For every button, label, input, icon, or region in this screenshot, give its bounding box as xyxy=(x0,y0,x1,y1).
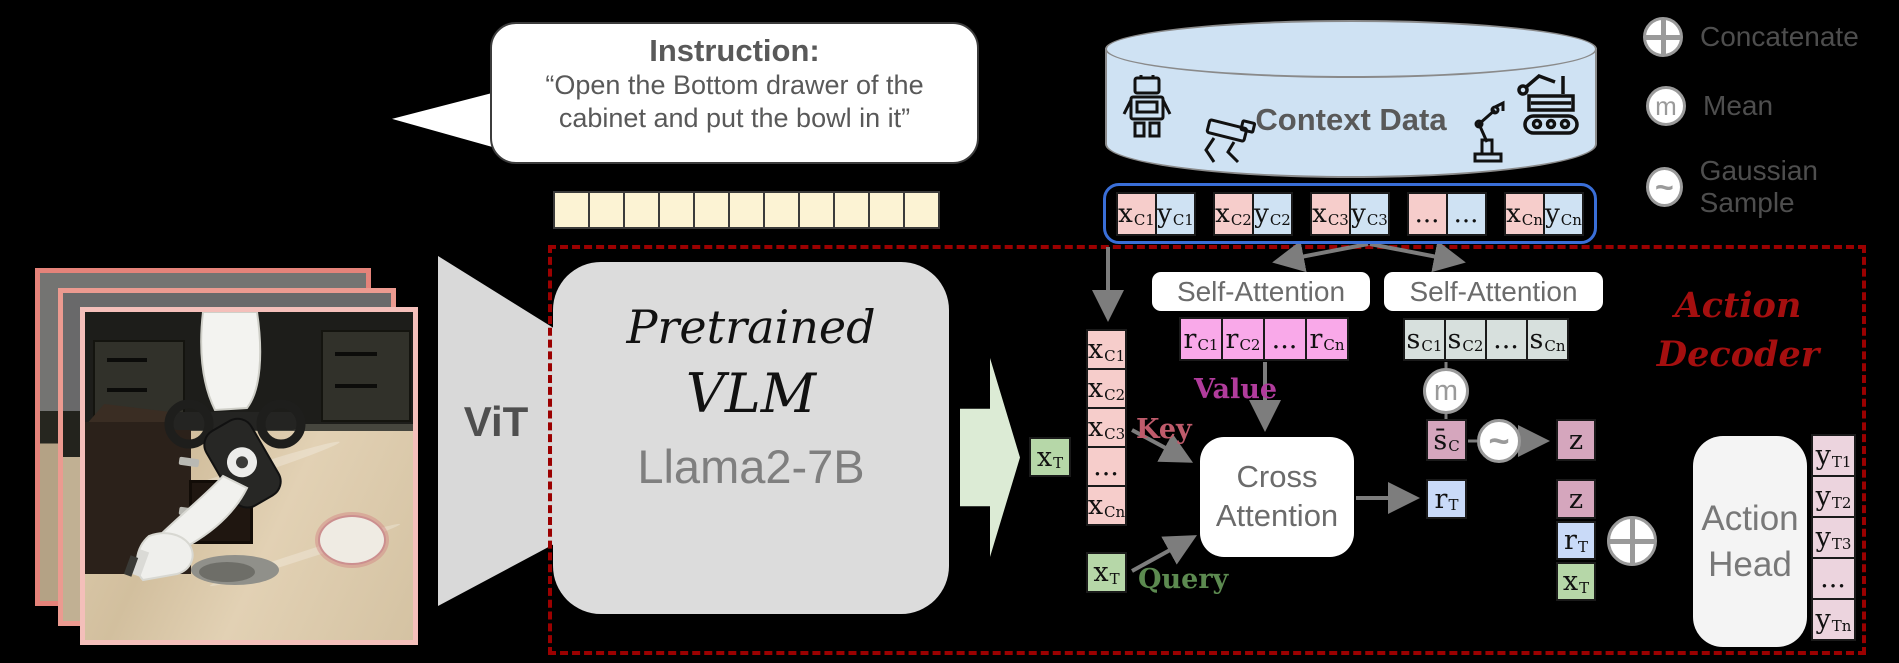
arrow-to-self-attention-right xyxy=(1369,240,1466,273)
pretrained-vlm-box: Pretrained VLM Llama2-7B xyxy=(553,262,949,614)
context-data-store: Context Data xyxy=(1105,20,1597,178)
r-context-token: ... xyxy=(1263,317,1307,361)
mean-op-circle: m xyxy=(1423,368,1469,414)
vlm-model-name: Llama2-7B xyxy=(637,440,865,493)
instruction-text-line2: cabinet and put the bowl in it” xyxy=(558,102,911,133)
legend-concatenate: Concatenate xyxy=(1643,17,1859,57)
speech-bubble: Instruction: “Open the Bottom drawer of … xyxy=(490,22,979,164)
robot-arm-icon xyxy=(1473,100,1505,163)
context-token-pair: ... ... xyxy=(1407,191,1487,236)
vlm-output-arrow xyxy=(960,358,1020,557)
sbar-token: s̄C xyxy=(1426,419,1467,461)
self-attention-box-right: Self-Attention xyxy=(1384,272,1603,311)
instruction-token xyxy=(588,191,625,229)
robot-arm-illustration xyxy=(123,312,306,585)
z-token-stack: z xyxy=(1556,479,1596,519)
instruction-text-line1: “Open the Bottom drawer of the xyxy=(545,70,924,100)
s-context-token: ... xyxy=(1485,318,1528,361)
bowl-target-outline xyxy=(318,515,386,565)
gaussian-sample-icon: ~ xyxy=(1646,167,1683,207)
y-output-token: ... xyxy=(1811,557,1856,600)
vlm-title-line1: Pretrained xyxy=(626,300,876,354)
instruction-token xyxy=(623,191,660,229)
context-data-label: Context Data xyxy=(1255,102,1447,137)
self-attention-box-left: Self-Attention xyxy=(1152,272,1370,311)
instruction-token xyxy=(553,191,590,229)
instruction-token xyxy=(868,191,905,229)
action-decoder-label: Action Decoder xyxy=(1656,285,1820,375)
gaussian-sample-circle: ~ xyxy=(1477,419,1521,463)
observation-frame-front xyxy=(80,307,418,645)
vit-label: ViT xyxy=(463,398,529,445)
instruction-title: Instruction: xyxy=(649,33,820,68)
instruction-token xyxy=(763,191,800,229)
concatenate-op-circle xyxy=(1607,516,1657,566)
instruction-token xyxy=(798,191,835,229)
query-label: Query xyxy=(1138,564,1229,595)
cross-attention-box: Cross Attention xyxy=(1200,437,1354,557)
mean-icon: m xyxy=(1646,86,1686,126)
instruction-token-row xyxy=(553,191,940,229)
vlm-title-line2: VLM xyxy=(685,362,817,425)
value-label: Value xyxy=(1194,374,1278,405)
concatenate-icon xyxy=(1643,17,1683,57)
action-head-box: Action Head xyxy=(1693,436,1807,647)
humanoid-robot-icon xyxy=(1122,75,1172,138)
instruction-token xyxy=(658,191,695,229)
instruction-token xyxy=(833,191,870,229)
instruction-token xyxy=(903,191,940,229)
x-context-token: ... xyxy=(1086,446,1127,487)
key-label: Key xyxy=(1136,414,1192,445)
instruction-token xyxy=(728,191,765,229)
speech-bubble-tail xyxy=(392,92,496,148)
legend-gaussian-sample: ~ Gaussian Sample xyxy=(1646,155,1899,219)
context-y-token: ... xyxy=(1446,191,1487,236)
z-token: z xyxy=(1556,419,1596,461)
instruction-token xyxy=(693,191,730,229)
legend-mean: m Mean xyxy=(1646,86,1773,126)
cylinder-top xyxy=(1105,20,1597,78)
tracked-robot-icon xyxy=(1517,73,1579,135)
quadruped-robot-icon xyxy=(1204,118,1257,164)
arrow-to-self-attention-left xyxy=(1272,240,1369,273)
context-x-token: ... xyxy=(1407,191,1448,236)
